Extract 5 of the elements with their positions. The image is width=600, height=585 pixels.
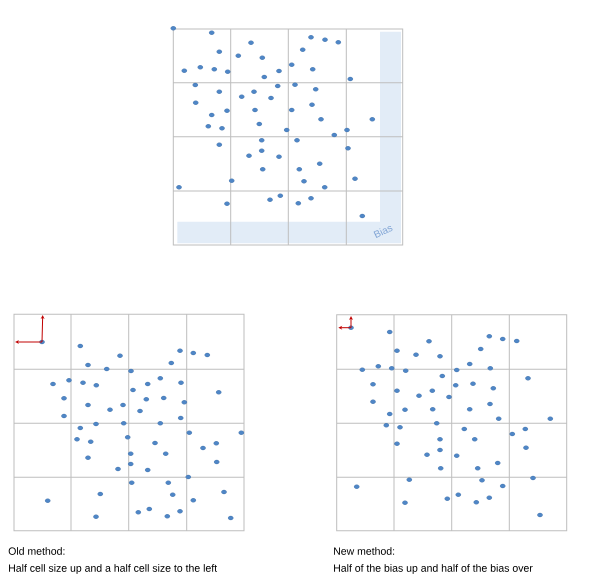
caption-text: Half cell size up and a half cell size to the left [9,564,218,574]
bias-label: Bias [374,226,393,238]
caption-text: Half of the bias up and half of the bias over [334,564,533,574]
caption-text: Old method: [8,547,64,555]
caption-text: New method: [334,547,394,555]
